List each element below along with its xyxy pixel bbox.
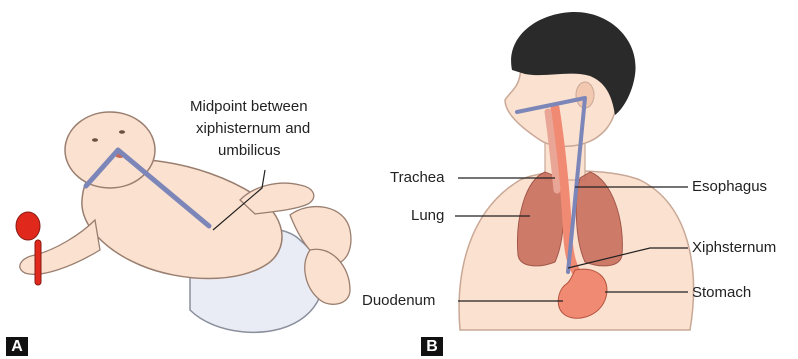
label-midpoint-line2: xiphisternum and <box>196 120 310 138</box>
panel-badge-b: B <box>421 337 443 356</box>
label-lung: Lung <box>411 207 444 225</box>
baby-head <box>65 112 155 188</box>
label-trachea: Trachea <box>390 169 444 187</box>
panel-badge-a: A <box>6 337 28 356</box>
child-illustration <box>455 12 693 330</box>
label-duodenum: Duodenum <box>362 292 435 310</box>
baby-illustration <box>16 112 351 332</box>
label-midpoint-line1: Midpoint between <box>190 98 308 116</box>
label-esophagus: Esophagus <box>692 178 767 196</box>
label-xiphsternum: Xiphsternum <box>692 239 776 257</box>
label-stomach: Stomach <box>692 284 751 302</box>
label-midpoint-line3: umbilicus <box>218 142 281 160</box>
